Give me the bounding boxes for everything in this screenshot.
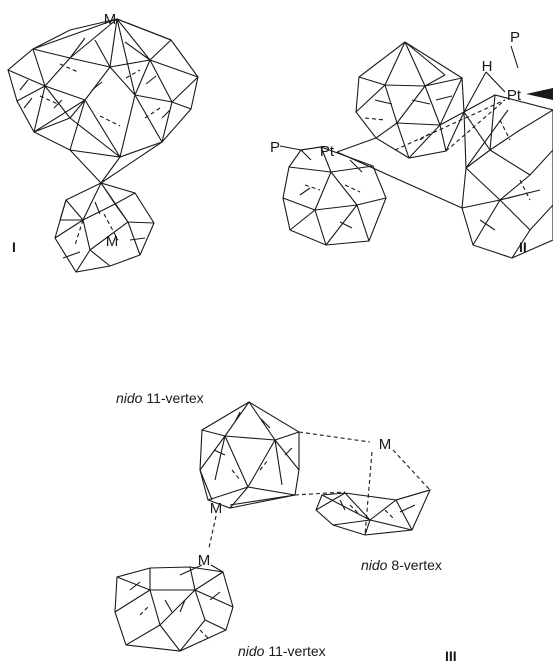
structure-II-right-cage [461, 94, 553, 259]
nido-8-vertex-caption: nido 8-vertex [361, 557, 442, 573]
structure-II-phosphine-left-label: P [270, 139, 280, 156]
structure-I-metal-bottom-label: M [106, 233, 119, 250]
structure-II-lower-left-cage [282, 146, 387, 246]
structure-I-lower-cage [54, 182, 155, 273]
structure-III-metal-center-label: M [210, 500, 223, 517]
structure-III-label: III [445, 648, 457, 664]
structure-I-metal-top-label: M [104, 11, 117, 28]
structure-II-hydride-label: H [482, 58, 493, 75]
structure-II-upper-left-cage [355, 41, 465, 159]
structure-II-phosphine-top-label: P [510, 29, 520, 46]
structure-I-label: I [12, 239, 16, 255]
structure-III-solid-bonds [179, 469, 296, 576]
structure-I-upper-cage [7, 18, 199, 158]
structure-II-pt-left-label: Pt [320, 143, 335, 160]
structure-I: M M I [7, 11, 199, 273]
structure-III-metal-lower-label: M [198, 552, 211, 569]
nido-11-vertex-top-caption: nido 11-vertex [116, 390, 204, 406]
structure-I-link-bonds [69, 141, 163, 184]
structure-II: P Pt H P Pt II [270, 29, 553, 259]
structure-III: M M M nido 11-vertex nido 8-vertex nido … [114, 390, 457, 664]
nido-11-vertex-bottom-caption: nido 11-vertex [238, 643, 326, 659]
structure-III-bottom-cage [114, 566, 234, 652]
structure-III-middle-cage [315, 489, 431, 536]
structure-II-label: II [519, 239, 527, 255]
structure-II-pt-bonds [279, 45, 519, 209]
structure-II-pt-right-label: Pt [507, 87, 522, 104]
structure-III-top-cage [199, 401, 300, 509]
structure-II-wedge-bond [526, 88, 553, 100]
structure-III-dashed-bonds [208, 431, 431, 549]
structure-II-pt-dashed-bonds [394, 99, 506, 152]
structure-III-metal-upper-right-label: M [379, 436, 392, 453]
